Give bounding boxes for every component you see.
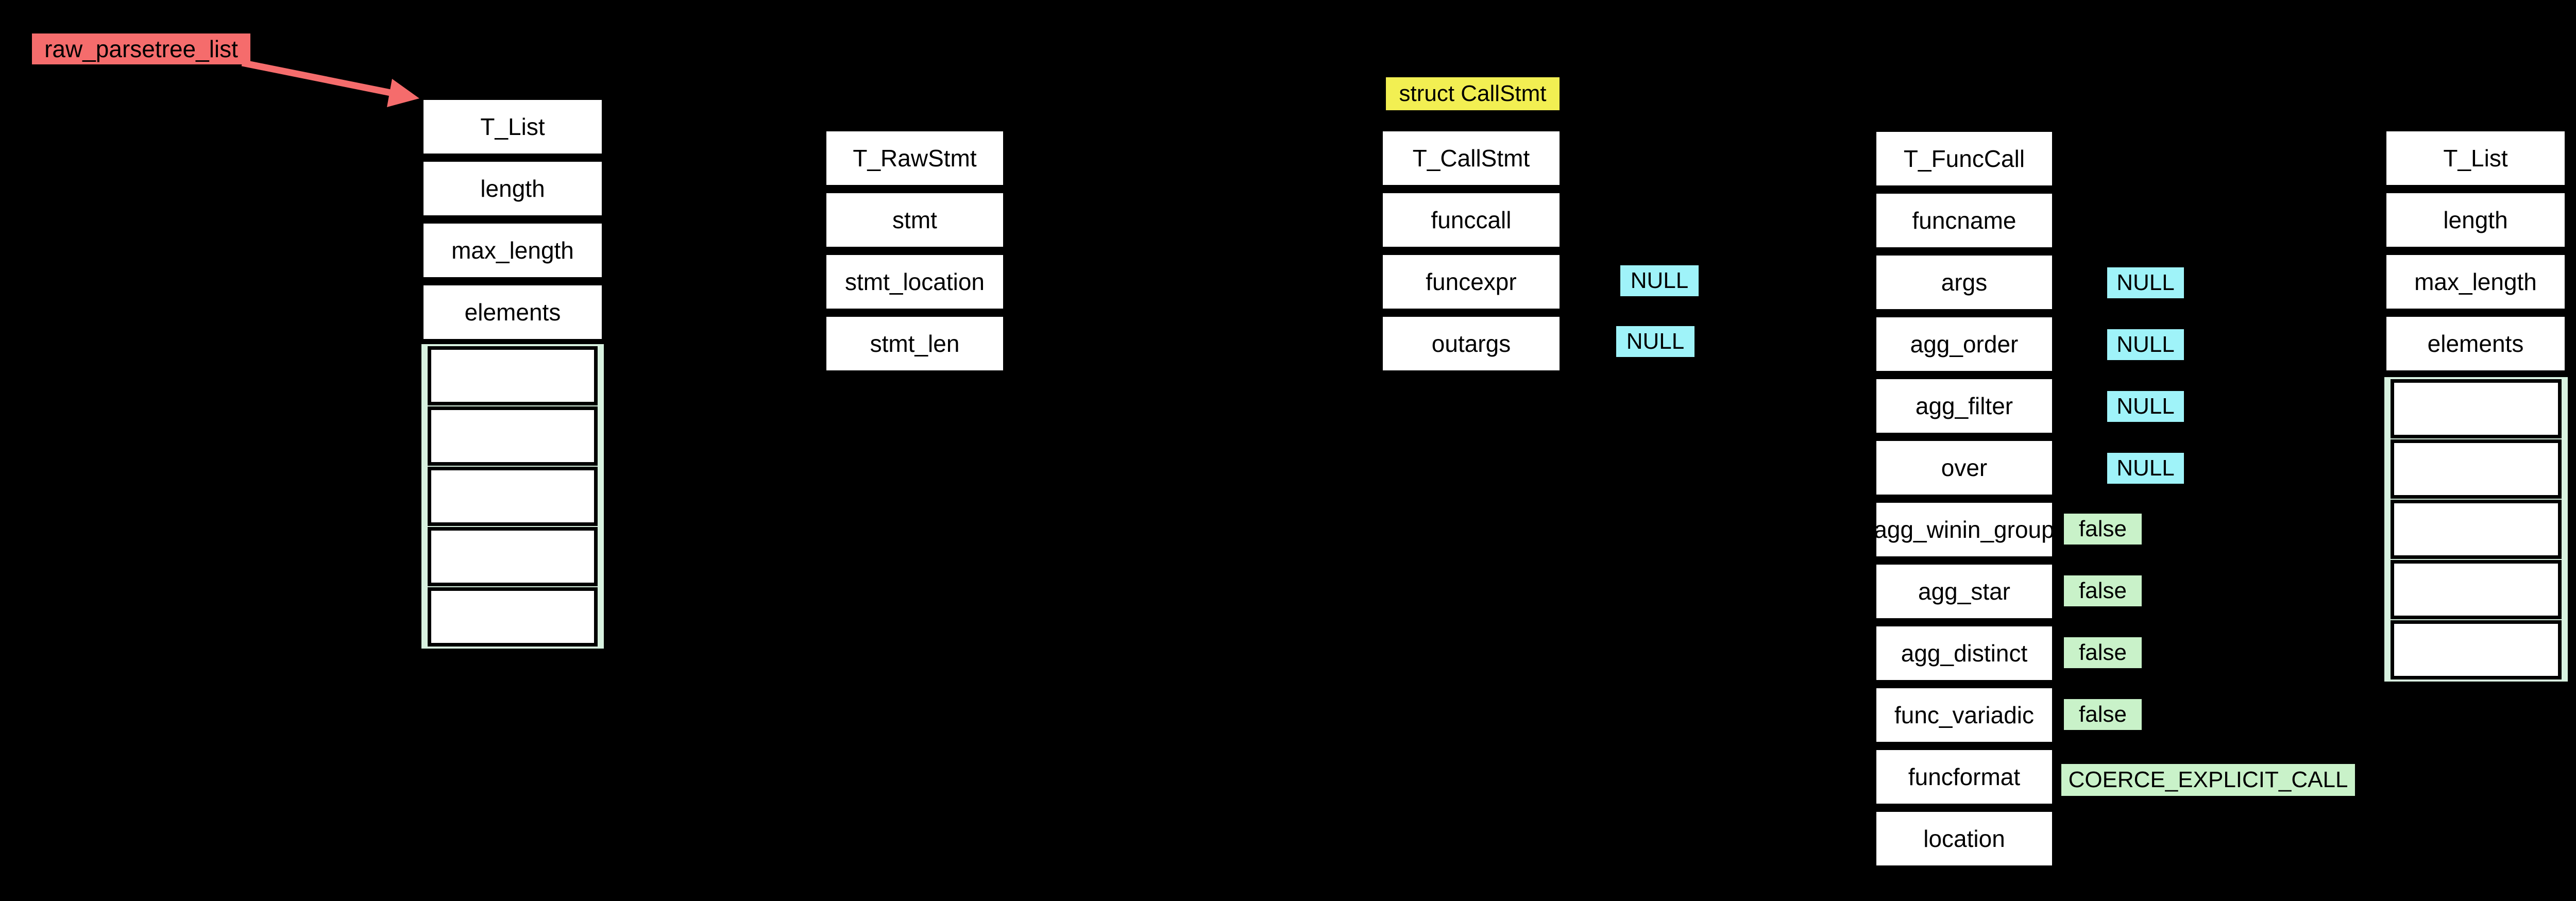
outargs-null-value: NULL — [1616, 326, 1694, 357]
array-slot — [428, 527, 598, 586]
t-rawstmt-field-stmt-location: stmt_location — [823, 251, 1007, 312]
t-funccall-field-func-variadic: func_variadic — [1873, 685, 2056, 745]
array-slot — [428, 346, 598, 405]
t-funccall-field-agg-distinct: agg_distinct — [1873, 623, 2056, 684]
t-funccall-field-funcname: funcname — [1873, 190, 2056, 251]
t-rawstmt-title: T_RawStmt — [823, 128, 1007, 189]
over-null-value: NULL — [2107, 453, 2184, 484]
t-list-2-title: T_List — [2383, 128, 2568, 189]
raw-parsetree-arrow-line — [241, 59, 394, 97]
func-variadic-false-value: false — [2064, 699, 2142, 730]
agg-star-false-value: false — [2064, 575, 2142, 606]
t-rawstmt-box: T_RawStmt stmt stmt_location stmt_len — [823, 128, 1007, 375]
t-list-1-box: T_List length max_length elements — [420, 96, 605, 344]
agg-distinct-false-value: false — [2064, 637, 2142, 668]
t-funccall-field-funcformat: funcformat — [1873, 746, 2056, 807]
t-funccall-field-over: over — [1873, 437, 2056, 498]
funcformat-value: COERCE_EXPLICIT_CALL — [2061, 764, 2355, 796]
agg-winin-group-false-value: false — [2064, 514, 2142, 545]
t-list-2-elements-array — [2383, 376, 2569, 683]
t-funccall-field-agg-order: agg_order — [1873, 314, 2056, 375]
t-list-2-field-elements: elements — [2383, 313, 2568, 374]
array-slot — [428, 587, 598, 647]
args-null-value: NULL — [2107, 267, 2184, 298]
t-funccall-box: T_FuncCall funcname args agg_order agg_f… — [1873, 128, 2056, 870]
t-list-1-elements-array — [420, 343, 605, 650]
t-list-1-field-max-length: max_length — [420, 220, 605, 281]
t-funccall-field-agg-filter: agg_filter — [1873, 376, 2056, 436]
t-list-1-field-elements: elements — [420, 282, 605, 343]
agg-filter-null-value: NULL — [2107, 391, 2184, 422]
t-funccall-field-args: args — [1873, 252, 2056, 313]
t-callstmt-field-funccall: funccall — [1379, 190, 1563, 250]
array-slot — [2391, 560, 2562, 619]
t-rawstmt-field-stmt-len: stmt_len — [823, 313, 1007, 374]
t-funccall-field-location: location — [1873, 808, 2056, 869]
array-slot — [2391, 500, 2562, 559]
array-slot — [2391, 620, 2562, 679]
t-list-1-title: T_List — [420, 96, 605, 157]
t-rawstmt-field-stmt: stmt — [823, 190, 1007, 250]
t-list-2-field-length: length — [2383, 190, 2568, 250]
raw-parsetree-arrowhead — [387, 79, 419, 107]
raw-parsetree-list-label: raw_parsetree_list — [32, 33, 250, 64]
t-list-2-box: T_List length max_length elements — [2383, 128, 2568, 375]
t-callstmt-title: T_CallStmt — [1379, 128, 1563, 189]
agg-order-null-value: NULL — [2107, 329, 2184, 360]
array-slot — [2391, 379, 2562, 438]
t-callstmt-field-funcexpr: funcexpr — [1379, 251, 1563, 312]
array-slot — [428, 406, 598, 466]
t-callstmt-box: T_CallStmt funccall funcexpr outargs — [1379, 128, 1563, 375]
t-funccall-field-agg-winin-group: agg_winin_group — [1873, 499, 2056, 560]
funcexpr-null-value: NULL — [1620, 265, 1699, 296]
struct-callstmt-label: struct CallStmt — [1386, 77, 1560, 110]
t-list-2-field-max-length: max_length — [2383, 251, 2568, 312]
array-slot — [2391, 439, 2562, 499]
t-funccall-title: T_FuncCall — [1873, 128, 2056, 189]
t-callstmt-field-outargs: outargs — [1379, 313, 1563, 374]
array-slot — [428, 467, 598, 526]
t-list-1-field-length: length — [420, 158, 605, 219]
t-funccall-field-agg-star: agg_star — [1873, 561, 2056, 622]
